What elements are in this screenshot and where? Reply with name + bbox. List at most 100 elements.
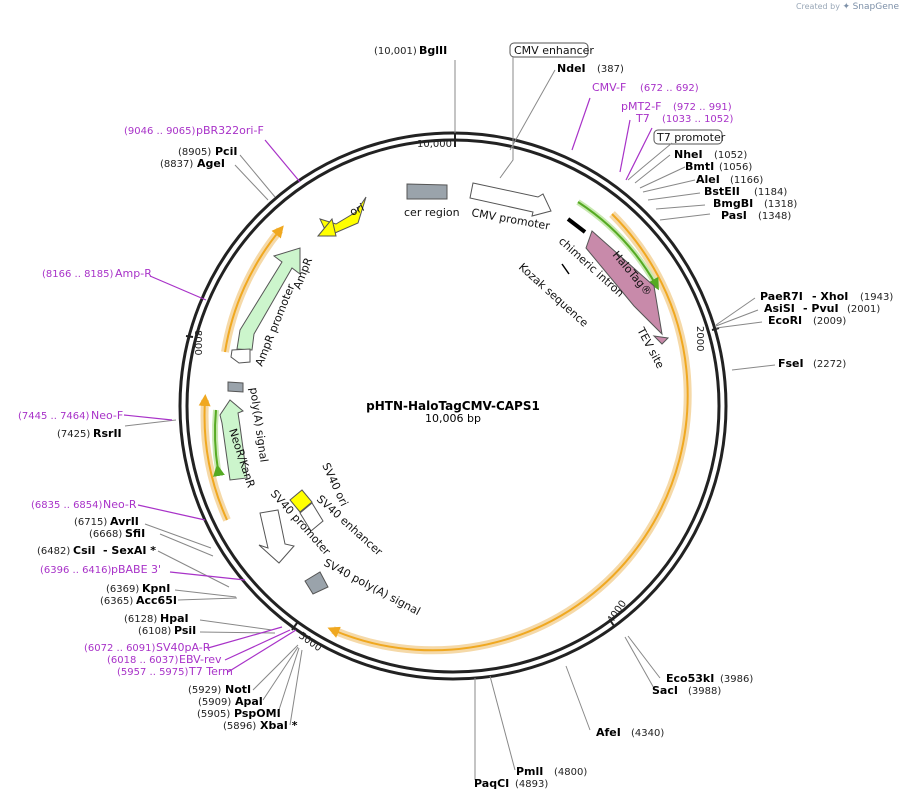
bmti-pos: (1056) [719, 162, 752, 173]
tick-marks [185, 133, 720, 631]
pmt2f-name: pMT2-F [621, 100, 662, 113]
sv40-enhancer-shape [299, 502, 324, 532]
snapgene-logo-text: SnapGene [852, 2, 899, 12]
asisi-name: AsiSI [764, 302, 795, 315]
pcii-name: PciI [215, 145, 237, 158]
pspomi-name: PspOMI [234, 707, 281, 720]
rsrii-name: RsrII [93, 427, 122, 440]
tick-label-4000: 4000 [605, 599, 629, 626]
primer-lines [123, 97, 653, 673]
acc65i-name: Acc65I [136, 594, 177, 607]
neof-name: Neo-F [91, 409, 123, 422]
cmv-promoter-shape [469, 182, 552, 217]
csii-name: CsiI [73, 544, 95, 557]
kpni-pos: (6369) [106, 584, 139, 595]
eco53ki-pos: (3986) [720, 674, 753, 685]
ebv-pos: (6018 .. 6037) [107, 655, 179, 666]
fsei-name: FseI [778, 357, 804, 370]
snapgene-credit: Created by ✦ SnapGene [796, 2, 899, 12]
ndei-pos: (387) [597, 64, 624, 75]
tev-shape [652, 335, 670, 345]
cer-region-shape [406, 183, 448, 200]
ecori-pos: (2009) [813, 316, 846, 327]
primer-labels: CMV-F (672 .. 692) pMT2-F (972 .. 991) T… [18, 81, 734, 678]
hpai-name: HpaI [160, 612, 189, 625]
ampr-primer-pos: (8166 .. 8185) [42, 269, 114, 280]
fsei-pos: (2272) [813, 359, 846, 370]
t7-pos: (1033 .. 1052) [662, 114, 734, 125]
asisi-pos: (2001) [847, 304, 880, 315]
pcii-pos: (8905) [178, 147, 211, 158]
agei-pos: (8837) [160, 159, 193, 170]
xhoi-name: - XhoI [812, 290, 848, 303]
neor-primer-name: Neo-R [103, 498, 137, 511]
paqci-pos: (4893) [515, 779, 548, 790]
pasi-name: PasI [721, 209, 747, 222]
neof-pos: (7445 .. 7464) [18, 411, 90, 422]
bsteii-name: BstEII [704, 185, 740, 198]
nhei-name: NheI [674, 148, 703, 161]
label-cer-region: cer region [404, 206, 460, 219]
chimeric-intron-mark [566, 217, 587, 234]
paer7i-name: PaeR7I [760, 290, 803, 303]
afei-name: AfeI [596, 726, 621, 739]
pbr-name: pBR322ori-F [196, 124, 264, 137]
noti-name: NotI [225, 683, 251, 696]
hpai-pos: (6128) [124, 614, 157, 625]
ecori-name: EcoRI [768, 314, 802, 327]
rsrii-pos: (7425) [57, 429, 90, 440]
ampr-shape [236, 247, 301, 351]
ampr-primer-name: Amp-R [115, 267, 152, 280]
orf-arcs [198, 199, 692, 655]
polya-shape [227, 381, 244, 393]
saci-name: SacI [652, 684, 678, 697]
sv40pa-name: SV40pA-R [156, 641, 211, 654]
pbabe-pos: (6396 .. 6416) [40, 565, 112, 576]
label-sv40-polya: SV40 poly(A) signal [322, 556, 423, 618]
sv40pa-pos: (6072 .. 6091) [84, 643, 156, 654]
alei-name: AleI [696, 173, 720, 186]
csii-pos: (6482) [37, 546, 70, 557]
sexai-name: - SexAI * [103, 544, 156, 557]
pspomi-pos: (5905) [197, 709, 230, 720]
snapgene-logo-icon: ✦ [842, 2, 851, 12]
xbai-name: XbaI * [260, 719, 298, 732]
leader-lines [124, 57, 776, 780]
neor-shape [219, 399, 248, 481]
cmvf-name: CMV-F [592, 81, 626, 94]
paer7i-pos: (1943) [860, 292, 893, 303]
nhei-pos: (1052) [714, 150, 747, 161]
afei-pos: (4340) [631, 728, 664, 739]
pasi-pos: (1348) [758, 211, 791, 222]
avrii-name: AvrII [110, 515, 139, 528]
ndei-name: NdeI [557, 62, 586, 75]
sv40-promoter-shape [258, 509, 295, 564]
acc65i-pos: (6365) [100, 596, 133, 607]
bglii-pos: (10,001) [374, 46, 417, 57]
pbr-pos: (9046 .. 9065) [124, 126, 196, 137]
apai-pos: (5909) [198, 697, 231, 708]
neor-primer-pos: (6835 .. 6854) [31, 500, 103, 511]
kpni-name: KpnI [142, 582, 170, 595]
xbai-pos: (5896) [223, 721, 256, 732]
tick-label-10000: 10,000 [417, 139, 452, 150]
ebv-name: EBV-rev [179, 653, 222, 666]
bsteii-pos: (1184) [754, 187, 787, 198]
agei-name: AgeI [197, 157, 225, 170]
label-ori: ori [348, 201, 366, 219]
pbabe-name: pBABE 3' [111, 563, 161, 576]
feature-shapes [219, 182, 670, 595]
sfii-name: SfiI [125, 527, 145, 540]
tick-label-8000: 8000 [192, 330, 203, 355]
t7-name: T7 [635, 112, 650, 125]
cmvf-pos: (672 .. 692) [640, 83, 699, 94]
label-polya: poly(A) signal [247, 387, 270, 463]
pmli-name: PmlI [516, 765, 543, 778]
pvui-name: - PvuI [803, 302, 839, 315]
backbone [178, 131, 728, 681]
bmgbi-pos: (1318) [764, 199, 797, 210]
plasmid-length: 10,006 bp [425, 412, 481, 425]
label-kozak: Kozak sequence [516, 261, 591, 330]
plasmid-name: pHTN-HaloTagCMV-CAPS1 [366, 399, 540, 413]
